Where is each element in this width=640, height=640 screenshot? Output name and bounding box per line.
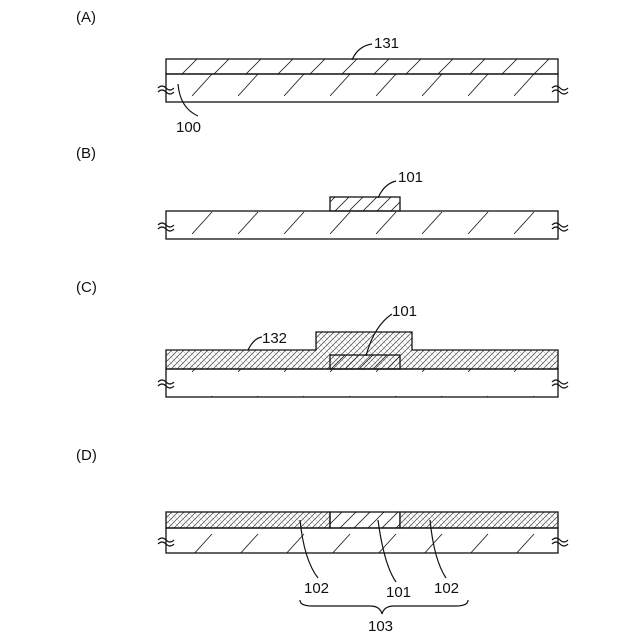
panel-a: (A) 131 100: [76, 9, 568, 136]
island-101: [330, 355, 400, 369]
substrate: [166, 528, 558, 553]
label-102-right: 102: [434, 580, 459, 597]
label-101: 101: [398, 169, 423, 186]
panel-c-title: (C): [76, 279, 97, 296]
panel-b: (B) 101: [76, 145, 568, 239]
label-103: 103: [368, 618, 393, 635]
leader-131: [352, 44, 372, 60]
substrate-100: [166, 74, 558, 102]
panel-c: (C) 132 101: [76, 279, 568, 397]
label-101: 101: [386, 584, 411, 601]
region-102-right: [400, 512, 558, 528]
brace-103: [300, 600, 468, 614]
substrate: [166, 211, 558, 239]
panel-b-title: (B): [76, 145, 96, 162]
panel-d-title: (D): [76, 447, 97, 464]
region-101-center: [330, 512, 400, 528]
panel-d: (D) 102 101 102 103: [76, 447, 568, 635]
leader-132: [248, 337, 262, 350]
label-102-left: 102: [304, 580, 329, 597]
label-132: 132: [262, 330, 287, 347]
panel-a-title: (A): [76, 9, 96, 26]
region-102-left: [166, 512, 330, 528]
substrate: [166, 369, 558, 397]
label-100: 100: [176, 119, 201, 136]
island-101: [330, 197, 400, 211]
layer-131: [166, 59, 558, 74]
label-131: 131: [374, 35, 399, 52]
leader-101: [378, 181, 396, 198]
label-101: 101: [392, 303, 417, 320]
